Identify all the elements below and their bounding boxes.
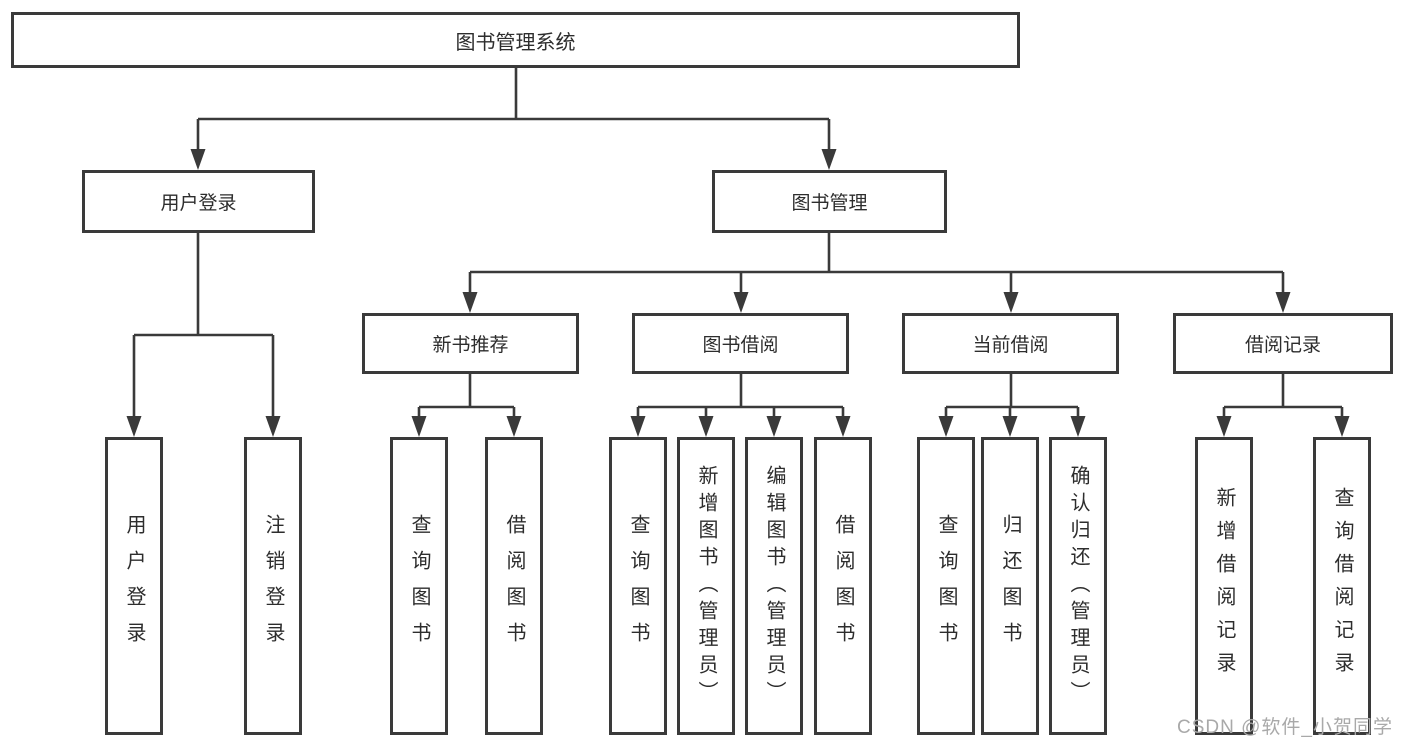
leaf-confirm-return-admin: 确认归还（管理员） — [1049, 437, 1107, 735]
node-current-borrow: 当前借阅 — [902, 313, 1119, 374]
node-label: 当前借阅 — [972, 335, 1049, 356]
node-book-management: 图书管理 — [712, 170, 947, 233]
node-label: 图书管理 — [791, 193, 868, 214]
leaf-borrow-books: 借阅图书 — [814, 437, 872, 735]
leaf-query-books: 查询图书 — [390, 437, 448, 735]
leaf-label: 新增图书（管理员） — [695, 464, 717, 708]
leaf-user-login: 用户登录 — [105, 437, 163, 735]
node-label: 借阅记录 — [1244, 335, 1321, 356]
connector-root-to-level2 — [190, 68, 837, 170]
connector-user-login-group — [126, 233, 281, 437]
leaf-label: 查询借阅记录 — [1331, 487, 1353, 685]
csdn-watermark: CSDN @软件_小贺同学 — [1177, 717, 1393, 738]
node-user-login: 用户登录 — [82, 170, 315, 233]
node-root-library-system: 图书管理系统 — [11, 12, 1020, 68]
leaf-edit-books-admin: 编辑图书（管理员） — [745, 437, 803, 735]
node-label: 新书推荐 — [432, 335, 509, 356]
node-borrow-records: 借阅记录 — [1173, 313, 1393, 374]
node-book-borrow: 图书借阅 — [632, 313, 849, 374]
leaf-query-books: 查询图书 — [917, 437, 975, 735]
leaf-label: 查询图书 — [408, 514, 430, 658]
node-root-label: 图书管理系统 — [455, 31, 576, 54]
leaf-label: 确认归还（管理员） — [1067, 464, 1089, 708]
leaf-query-borrow-record: 查询借阅记录 — [1313, 437, 1371, 735]
leaf-label: 注销登录 — [262, 514, 284, 658]
leaf-label: 新增借阅记录 — [1213, 487, 1235, 685]
node-label: 图书借阅 — [702, 335, 779, 356]
node-label: 用户登录 — [160, 193, 237, 214]
node-new-book-recommend: 新书推荐 — [362, 313, 579, 374]
leaf-query-books: 查询图书 — [609, 437, 667, 735]
leaf-label: 借阅图书 — [832, 514, 854, 658]
leaf-add-borrow-record: 新增借阅记录 — [1195, 437, 1253, 735]
leaf-label: 用户登录 — [123, 514, 145, 658]
leaf-logout: 注销登录 — [244, 437, 302, 735]
leaf-label: 编辑图书（管理员） — [763, 464, 785, 708]
leaf-label: 归还图书 — [999, 514, 1021, 658]
connector-book-management-to-level3 — [462, 233, 1291, 313]
connector-level3-to-leaves — [411, 374, 1350, 437]
leaf-label: 查询图书 — [627, 514, 649, 658]
leaf-label: 查询图书 — [935, 514, 957, 658]
leaf-add-books-admin: 新增图书（管理员） — [677, 437, 735, 735]
leaf-borrow-books: 借阅图书 — [485, 437, 543, 735]
leaf-label: 借阅图书 — [503, 514, 525, 658]
leaf-return-books: 归还图书 — [981, 437, 1039, 735]
